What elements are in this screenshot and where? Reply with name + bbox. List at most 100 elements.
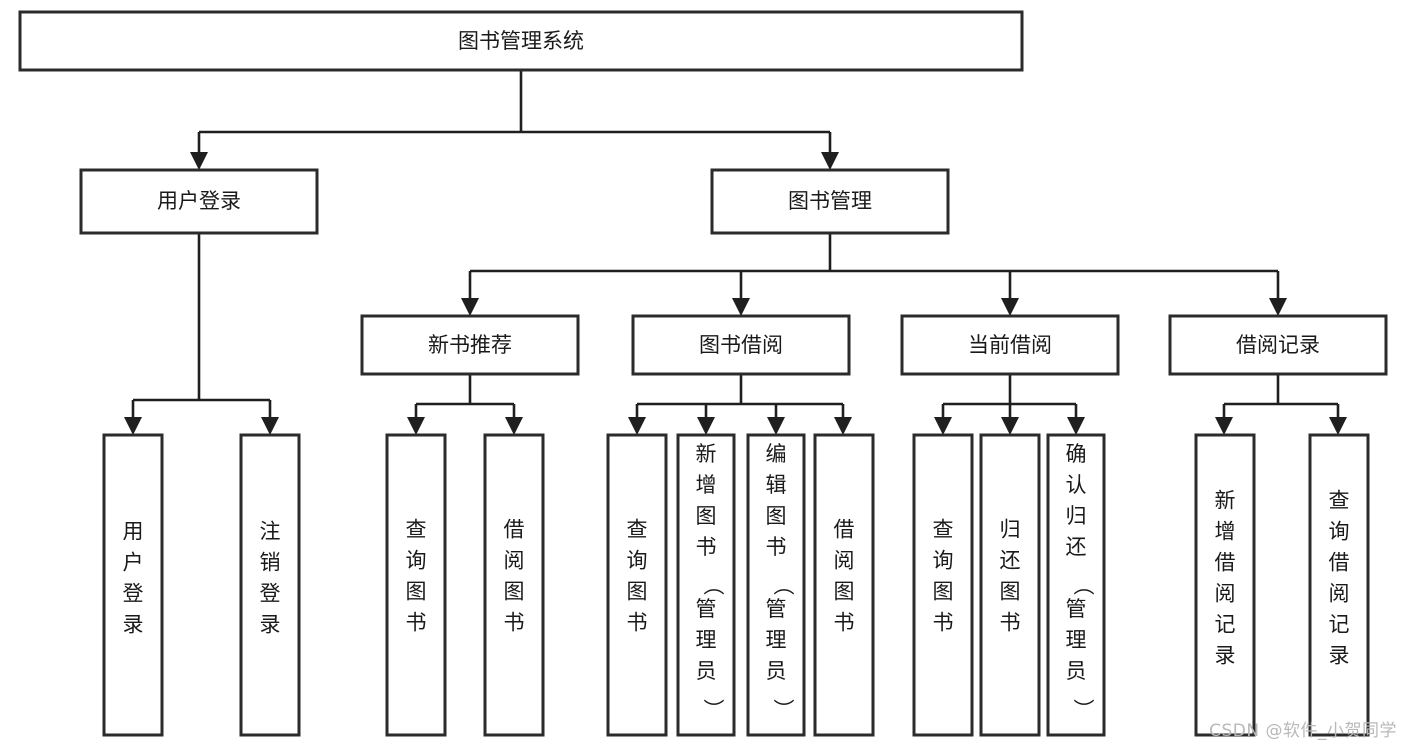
vertical-char: 查 — [1329, 489, 1350, 513]
vertical-char: 询 — [1329, 520, 1350, 544]
vertical-char: 登 — [123, 582, 144, 606]
vertical-char: 销 — [260, 551, 281, 575]
connector-bookborrow-to-leaves — [628, 374, 852, 435]
vertical-char: 辑 — [766, 473, 787, 497]
vertical-char: 书 — [1000, 611, 1021, 635]
connector-userlogin-to-leaves — [124, 233, 279, 435]
vertical-char: 注 — [260, 520, 281, 544]
vertical-char: 询 — [627, 549, 648, 573]
vertical-char: 增 — [696, 473, 717, 497]
vertical-char: （ — [701, 575, 725, 596]
vertical-char: ） — [701, 699, 725, 720]
vertical-char: 管 — [1066, 597, 1087, 621]
connector-bookmanage-to-level3 — [461, 233, 1287, 316]
vertical-char: 阅 — [1329, 582, 1350, 606]
connector-borrowrecord-to-leaves — [1215, 374, 1347, 435]
vertical-char: 新 — [1215, 489, 1236, 513]
vertical-char: 借 — [834, 518, 855, 542]
node-root-system-label: 图书管理系统 — [458, 29, 584, 53]
vertical-char: 借 — [1215, 551, 1236, 575]
vertical-char: 还 — [1066, 535, 1087, 559]
vertical-char: 借 — [1329, 551, 1350, 575]
vertical-char: 记 — [1215, 613, 1236, 637]
vertical-char: 图 — [933, 580, 954, 604]
vertical-char: 图 — [1000, 580, 1021, 604]
node-book-manage-label: 图书管理 — [788, 189, 872, 213]
vertical-char: 书 — [504, 611, 525, 635]
vertical-char: 询 — [406, 549, 427, 573]
vertical-char: 用 — [123, 520, 144, 544]
vertical-char: 询 — [933, 549, 954, 573]
vertical-char: ） — [1071, 699, 1095, 720]
connector-root-to-level2 — [190, 70, 839, 170]
vertical-char: 图 — [834, 580, 855, 604]
vertical-char: 编 — [766, 442, 787, 466]
node-borrow-record[interactable]: 借阅记录 — [1168, 314, 1388, 376]
node-user-login-label: 用户登录 — [157, 189, 241, 213]
vertical-char: 还 — [1000, 549, 1021, 573]
vertical-char: 图 — [504, 580, 525, 604]
vertical-char: （ — [1071, 575, 1095, 596]
vertical-char: 员 — [1066, 659, 1087, 683]
vertical-char: 员 — [766, 659, 787, 683]
node-current-borrow[interactable]: 当前借阅 — [900, 314, 1120, 376]
node-user-login[interactable]: 用户登录 — [79, 168, 319, 235]
vertical-char: 书 — [627, 611, 648, 635]
vertical-char: 图 — [627, 580, 648, 604]
leaf-user-login-login[interactable]: 用户登录 — [102, 433, 164, 737]
node-new-book-recommend-label: 新书推荐 — [428, 333, 512, 357]
vertical-char: 归 — [1000, 518, 1021, 542]
vertical-char: 书 — [933, 611, 954, 635]
node-book-borrow[interactable]: 图书借阅 — [631, 314, 851, 376]
vertical-char: ） — [771, 699, 795, 720]
vertical-char: 图 — [696, 504, 717, 528]
vertical-char: 书 — [406, 611, 427, 635]
vertical-char: 书 — [696, 535, 717, 559]
vertical-char: 图 — [766, 504, 787, 528]
vertical-char: 阅 — [834, 549, 855, 573]
node-root-system[interactable]: 图书管理系统 — [18, 10, 1024, 72]
vertical-char: 户 — [123, 551, 144, 575]
vertical-char: 确 — [1066, 442, 1087, 466]
connector-newbook-to-leaves — [407, 374, 523, 435]
vertical-char: 录 — [260, 613, 281, 637]
vertical-char: 查 — [933, 518, 954, 542]
vertical-char: 查 — [627, 518, 648, 542]
vertical-char: 录 — [1215, 644, 1236, 668]
vertical-char: 增 — [1215, 520, 1236, 544]
vertical-char: 理 — [696, 628, 717, 652]
node-new-book-recommend[interactable]: 新书推荐 — [360, 314, 580, 376]
node-current-borrow-label: 当前借阅 — [968, 333, 1052, 357]
vertical-char: 记 — [1329, 613, 1350, 637]
node-book-manage[interactable]: 图书管理 — [710, 168, 950, 235]
vertical-char: 理 — [1066, 628, 1087, 652]
vertical-char: 查 — [406, 518, 427, 542]
vertical-char: 阅 — [504, 549, 525, 573]
vertical-char: 录 — [1329, 644, 1350, 668]
vertical-char: 管 — [766, 597, 787, 621]
